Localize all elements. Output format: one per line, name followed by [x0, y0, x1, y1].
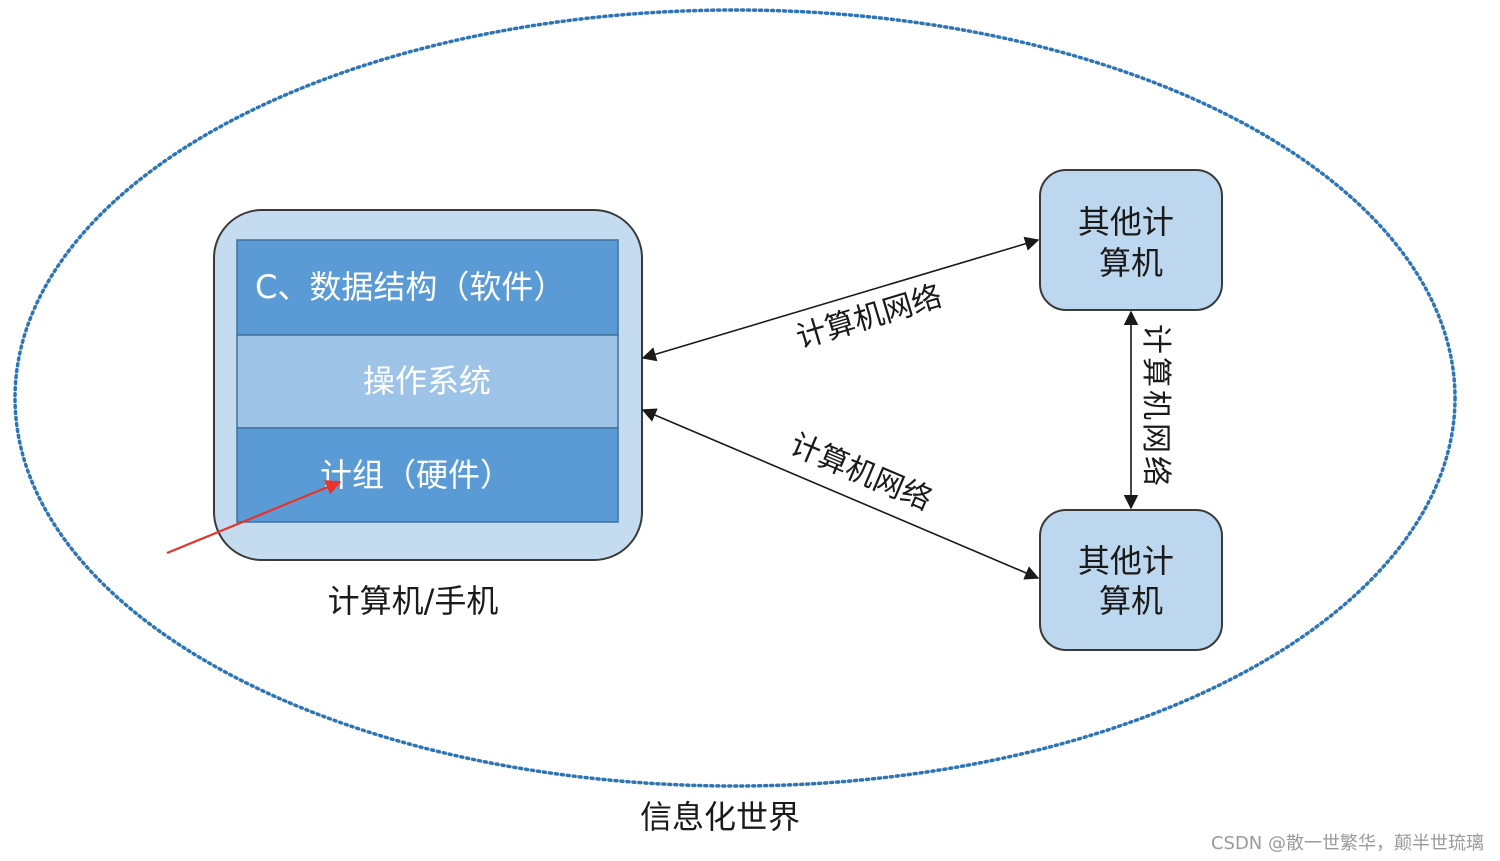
- vertical-link-char-2: 算: [1138, 357, 1173, 387]
- vertical-network-link-label: 计 算 机 网 络: [1138, 324, 1173, 486]
- vertical-link-char-4: 网: [1138, 423, 1173, 453]
- information-world-label: 信息化世界: [640, 798, 800, 836]
- other-computer-top-line-2: 算机: [1099, 244, 1163, 282]
- upper-network-link: [641, 236, 1040, 362]
- other-computer-bottom-box: [1039, 509, 1223, 651]
- information-world-boundary: [13, 8, 1457, 788]
- os-layer: [236, 334, 619, 429]
- software-layer-label: C、数据结构（软件）: [255, 268, 565, 306]
- vertical-link-char-5: 络: [1138, 456, 1173, 486]
- other-computer-top-box: [1039, 169, 1223, 311]
- computer-stack: C、数据结构（软件） 操作系统 计组（硬件）: [213, 209, 643, 561]
- vertical-link-char-3: 机: [1138, 390, 1173, 420]
- other-computer-bottom-line-2: 算机: [1099, 582, 1163, 620]
- other-computer-bottom-label: 其他计 算机: [1078, 542, 1184, 620]
- computer-caption: 计算机/手机: [328, 582, 499, 620]
- hardware-layer: [236, 427, 619, 523]
- other-computer-bottom: 其他计 算机: [1039, 509, 1223, 651]
- watermark: CSDN @散一世繁华，颠半世琉璃: [1211, 833, 1484, 854]
- other-computer-top-label: 其他计 算机: [1078, 203, 1184, 282]
- lower-network-link: [641, 408, 1040, 580]
- other-computer-top-line-1: 其他计: [1078, 203, 1174, 241]
- lower-network-link-label: 计算机网络: [785, 427, 937, 518]
- hardware-layer-label: 计组（硬件）: [320, 456, 512, 494]
- software-layer: [236, 239, 619, 336]
- other-computer-bottom-line-1: 其他计: [1078, 542, 1174, 580]
- other-computer-top: 其他计 算机: [1039, 169, 1223, 311]
- os-layer-label: 操作系统: [363, 362, 491, 400]
- vertical-link-char-1: 计: [1138, 324, 1173, 354]
- annotation-arrow: [166, 480, 342, 555]
